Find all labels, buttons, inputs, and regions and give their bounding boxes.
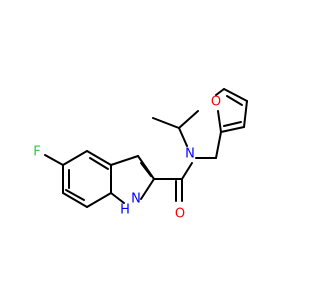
fluorine-label: F — [33, 145, 40, 160]
carbonyl-oxygen-label: O — [175, 207, 185, 222]
bond-c2-n1 — [140, 178, 155, 200]
bond-furan-c2-c3 — [220, 126, 245, 133]
bond-furan-c5-o — [215, 88, 225, 96]
bond-ch-ch3-right — [178, 110, 199, 129]
amide-nitrogen-label: N — [185, 147, 195, 162]
indole-hydrogen-label: H — [120, 203, 130, 218]
bond-n1-c7a — [110, 192, 125, 204]
furan-oxygen-label: O — [211, 95, 221, 110]
indole-nitrogen-label: N — [131, 192, 141, 207]
isopropyl-group — [152, 110, 199, 147]
bond-furan-c4-c5-double — [226, 95, 243, 106]
amide-group — [153, 162, 193, 202]
bond-furan-c4-c5 — [223, 88, 248, 102]
bond-c7-c7a — [86, 192, 112, 208]
bond-c5-c6 — [86, 150, 112, 166]
bond-ch2-furan-c2 — [215, 131, 222, 159]
benzene-ring — [44, 150, 112, 208]
furfuryl-group — [195, 88, 248, 159]
bond-furan-c2-c3-double — [223, 121, 242, 127]
molecule-diagram: F N O O N H — [33, 88, 248, 222]
bond-n-ch — [178, 127, 188, 147]
bond-c5-c6-double — [89, 157, 109, 170]
bond-c7a-c8-double — [65, 189, 85, 201]
bond-c-f — [44, 154, 64, 166]
bond-furan-c2-o — [217, 110, 222, 133]
bond-furan-c3-c4 — [243, 100, 248, 128]
bond-carbonyl-n — [181, 162, 193, 180]
pyrrole-ring — [110, 155, 155, 204]
bond-c4-c5 — [62, 150, 88, 166]
bond-c3a-c3 — [110, 155, 139, 166]
bond-c3-c2-double — [140, 162, 152, 177]
bond-c7a-c8 — [62, 192, 88, 208]
bond-ch-ch3-left — [152, 117, 180, 129]
